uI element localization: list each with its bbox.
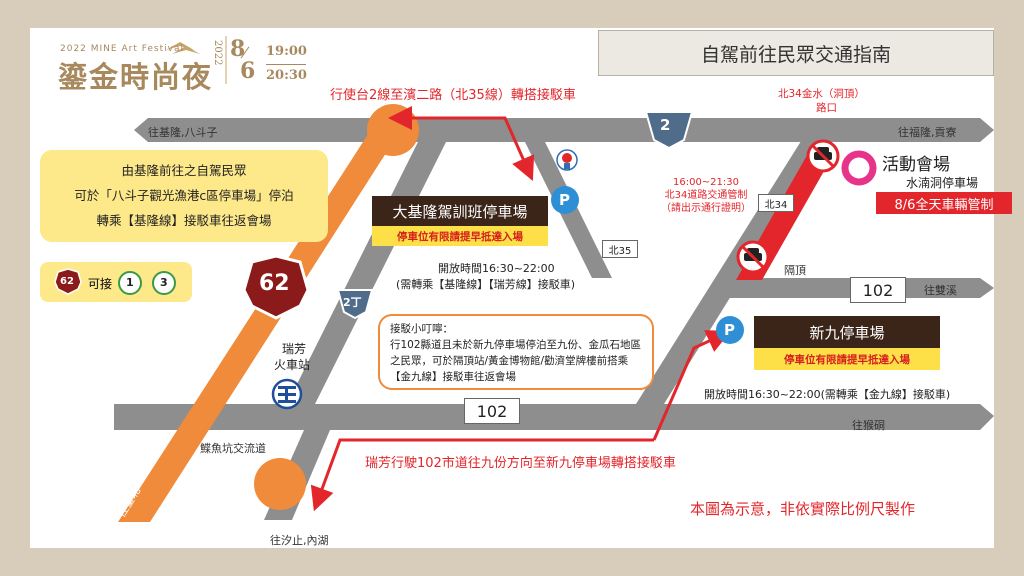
no-car-icon-top xyxy=(806,139,840,173)
route-arrow-bottom-left xyxy=(310,438,654,512)
logo-time-start: 19:00 xyxy=(266,44,307,59)
route-62-badge-number: 62 xyxy=(60,276,74,287)
parking-keelung-icon xyxy=(551,186,579,214)
logo-time-divider xyxy=(266,64,306,65)
station-name-1: 瑞芳 xyxy=(282,342,307,356)
info-line-3: 轉乘【基隆線】接駁車往返會場 xyxy=(96,213,272,228)
tips-title: 接駁小叮嚀： xyxy=(390,323,453,335)
route-2ding-shield-icon xyxy=(336,289,374,320)
parking-keelung-hours: 開放時間16:30~22:00 xyxy=(438,262,555,275)
logo-subtitle: 2022 MINE Art Festival xyxy=(60,44,184,54)
keelung-driver-info: 由基隆前往之自駕民眾 可於「八斗子觀光漁港c區停車場」停泊 轉乘【基隆線】接駁車… xyxy=(40,150,328,242)
road-route-102 xyxy=(114,404,994,430)
route-2-number: 2 xyxy=(660,116,671,134)
interchange-bottom xyxy=(254,458,306,510)
traffic-control-note: （請出示通行證明） xyxy=(661,203,751,214)
label-yuyukeng-interchange: 鰈魚坑交流道 xyxy=(200,442,266,455)
disclaimer: 本圖為示意，非依實際比例尺製作 xyxy=(690,500,916,518)
logo-time-end: 20:30 xyxy=(266,68,307,83)
interchange-top xyxy=(367,104,419,156)
route-top-text: 行使台2線至濱二路（北35線）轉搭接駁車 xyxy=(330,88,576,103)
route-bei35-sign: 北35 xyxy=(602,240,638,258)
parking-keelung-notice: 停車位有限請提早抵達入場 xyxy=(372,226,548,246)
parking-xinjiu-letter: P xyxy=(724,321,735,339)
route-62-shield-icon xyxy=(242,254,310,320)
railway-icon xyxy=(271,378,303,410)
shuttle-line-3-badge-icon xyxy=(152,271,176,295)
shuttle-line-1-badge-number: 1 xyxy=(126,276,134,289)
no-car-icon-bottom xyxy=(736,240,770,274)
shuttle-connect-icons xyxy=(54,268,176,295)
station-name-2: 火車站 xyxy=(274,358,311,372)
venue-notice: 8/6全天車輛管制 xyxy=(876,192,1012,214)
venue-sub: 水湳洞停車場 xyxy=(906,176,979,190)
label-to-fulong: 往福隆,貢寮 xyxy=(898,126,957,139)
route-bei34-sign: 北34 xyxy=(758,194,794,212)
label-to-houtong: 往猴硐 xyxy=(852,419,885,432)
parking-xinjiu-notice: 停車位有限請提早抵達入場 xyxy=(754,348,940,370)
tips-body: 行102縣道且未於新九停車場停泊至九份、金瓜石地區之民眾，可於隔頂站/黃金博物館… xyxy=(390,339,642,383)
parking-keelung-name: 大基隆駕訓班停車場 xyxy=(372,196,548,226)
logo-day: 6 xyxy=(240,58,256,84)
venue-marker-icon xyxy=(841,150,877,186)
info-line-2: 可於「八斗子觀光漁港c區停車場」停泊 xyxy=(74,188,294,203)
logo-year: 2022 xyxy=(212,40,223,66)
logo-mark-icon xyxy=(166,42,200,54)
route-62-badge-icon xyxy=(54,268,82,295)
parking-xinjiu-hours: 開放時間16:30~22:00(需轉乘【金九線】接駁車) xyxy=(704,388,951,401)
parking-xinjiu-icon xyxy=(716,316,744,344)
route-bottom-text: 瑞芳行駛102市道往九份方向至新九停車場轉搭接駁車 xyxy=(365,456,676,471)
connect-label: 可接 xyxy=(88,277,113,291)
highway-62 xyxy=(118,128,402,522)
page-title: 自駕前往民眾交通指南 xyxy=(598,30,994,76)
route-62-number: 62 xyxy=(259,271,290,296)
route-2ding-number: 2丁 xyxy=(343,296,362,309)
parking-xinjiu-name: 新九停車場 xyxy=(754,316,940,348)
venue-name: 活動會場 xyxy=(882,155,950,175)
label-geding: 隔頂 xyxy=(784,264,806,277)
connect-label-top: 可接 xyxy=(88,277,113,291)
parking-keelung-shuttle: (需轉乘【基隆線】【瑞芳線】接駁車) xyxy=(396,278,576,291)
shuttle-line-1-badge-icon xyxy=(118,271,142,295)
road-route-2 xyxy=(134,118,994,142)
shuttle-line-3-badge-number: 3 xyxy=(160,276,168,289)
traffic-control-desc: 北34道路交通管制 xyxy=(664,190,748,201)
junction-text-2: 路口 xyxy=(816,102,837,114)
traffic-control-time: 16:00~21:30 xyxy=(672,177,739,188)
label-to-shuangxi: 往雙溪 xyxy=(924,284,957,297)
route-102-sign: 102 xyxy=(464,398,520,424)
info-line-1: 由基隆前往之自駕民眾 xyxy=(121,163,247,178)
shuttle-tips: 接駁小叮嚀： 行102縣道且未於新九停車場停泊至九份、金瓜石地區之民眾，可於隔頂… xyxy=(378,314,654,390)
logo-title: 鎏金時尚夜 xyxy=(58,60,214,94)
label-to-keelung: 往基隆,八斗子 xyxy=(148,126,218,139)
traffic-control-text: 16:00~21:30 北34道路交通管制 （請出示通行證明） xyxy=(656,176,756,215)
fuel-station-icon xyxy=(556,149,578,171)
junction-text-1: 北34金水（洞頂） xyxy=(778,88,865,100)
route-102-sign-right: 102 xyxy=(850,277,906,303)
parking-keelung-letter: P xyxy=(559,191,570,209)
route-arrow-top xyxy=(395,116,535,181)
route-arrow-bottom xyxy=(652,330,731,441)
route-2-shield-icon xyxy=(644,111,694,150)
label-to-xizhi: 往汐止,內湖 xyxy=(270,534,329,547)
